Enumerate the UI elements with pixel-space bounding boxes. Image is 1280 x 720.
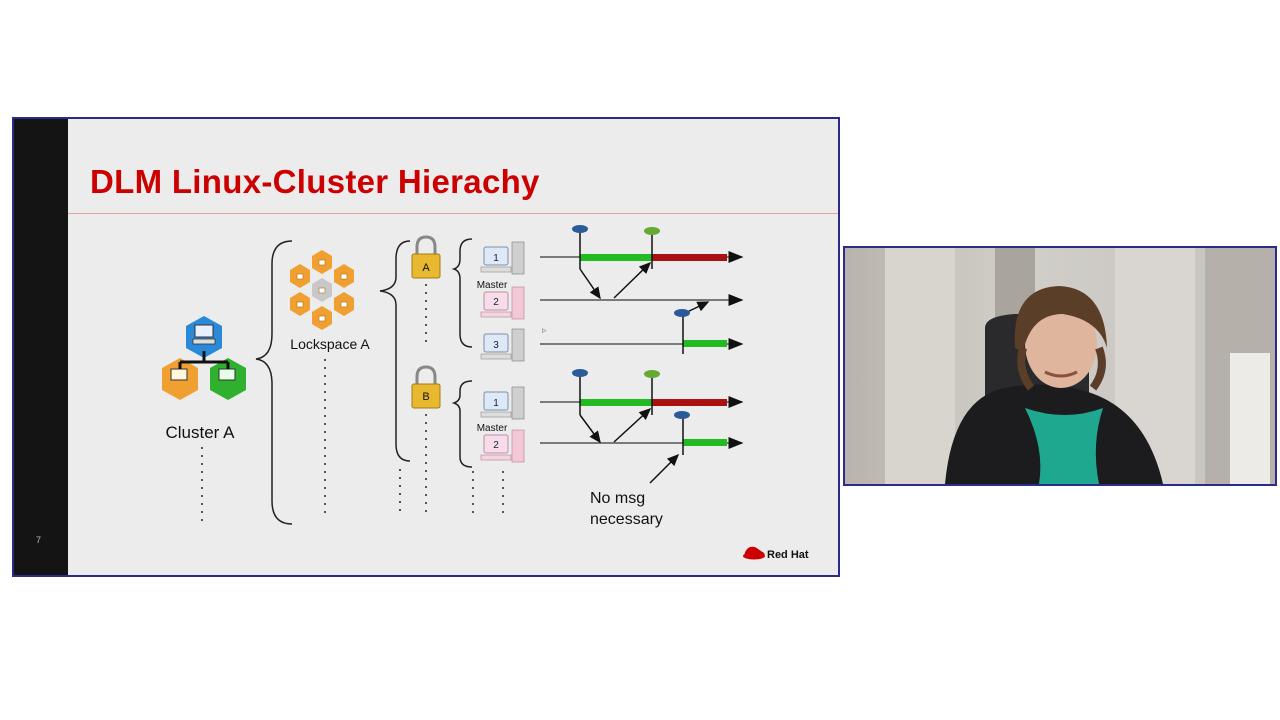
node-b1-icon	[480, 386, 525, 420]
lockspace-label: Lockspace A	[290, 336, 370, 352]
node-b2-number: 2	[493, 440, 499, 451]
timeline-a-node3	[540, 309, 744, 354]
timeline-a-node1	[540, 225, 744, 269]
slide-title: DLM Linux-Cluster Hierachy	[90, 163, 540, 200]
annotation-line-1: No msg	[590, 490, 645, 507]
presentation-slide: 7 DLM Linux-Cluster Hierachy Cluster A	[12, 117, 840, 577]
timeline-b-node2-master	[540, 407, 744, 484]
node-a1-number: 1	[493, 253, 499, 264]
title-divider	[68, 213, 838, 214]
dlm-hierarchy-diagram: Cluster A Lockspace A	[162, 225, 809, 561]
lock-a-label: A	[422, 262, 430, 274]
node-3-icon	[480, 328, 525, 362]
master-label-a: Master	[477, 280, 508, 291]
lock-b-icon	[411, 365, 441, 409]
lock-a-icon	[411, 235, 441, 279]
redhat-brand-text: Red Hat	[767, 549, 809, 561]
timeline-b-node1	[540, 369, 744, 415]
annotation-line-2: necessary	[590, 511, 663, 528]
node-1-icon	[480, 241, 525, 275]
cluster-icon	[162, 316, 246, 400]
node-a3-number: 3	[493, 340, 499, 351]
slide-sidebar	[14, 119, 68, 575]
presenter-video-feed	[843, 246, 1277, 486]
slide-number: 7	[36, 535, 42, 545]
lockspace-icon	[290, 250, 354, 330]
lock-a-brace	[451, 238, 473, 348]
cluster-label: Cluster A	[166, 423, 236, 442]
node-b1-number: 1	[493, 398, 499, 409]
node-a2-number: 2	[493, 297, 499, 308]
lock-b-label: B	[422, 391, 429, 403]
lockspace-brace	[379, 240, 411, 462]
presenter-video-icon	[845, 248, 1275, 484]
node-2-master-icon	[480, 286, 525, 320]
mouse-cursor-icon: ▹	[542, 325, 547, 335]
master-label-b: Master	[477, 423, 508, 434]
cluster-brace	[255, 240, 293, 525]
node-b2-master-icon	[480, 429, 525, 463]
timeline-a-node2-master	[540, 261, 744, 315]
lock-b-brace	[451, 380, 473, 468]
redhat-logo	[743, 546, 765, 560]
